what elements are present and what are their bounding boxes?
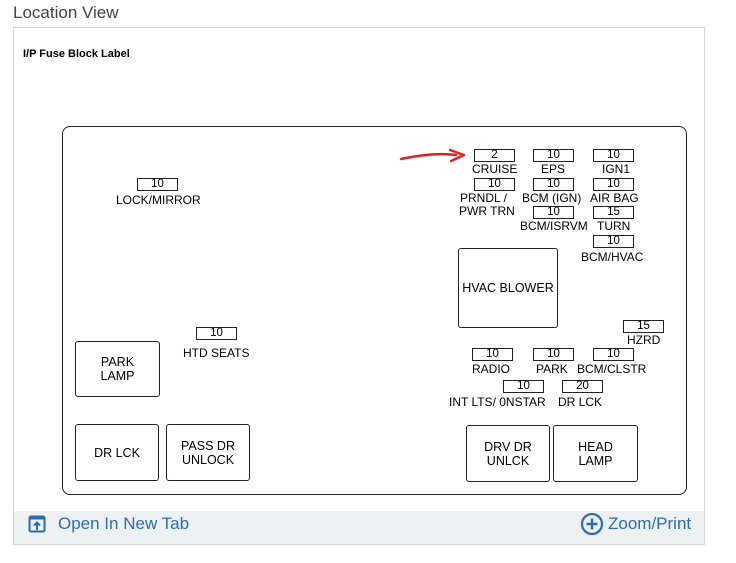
- zoom-print-link[interactable]: Zoom/Print: [580, 512, 691, 536]
- fuse-ign1-label: IGN1: [602, 162, 631, 176]
- fuse-air-bag-label: AIR BAG: [590, 191, 639, 205]
- relay-drv-dr-unlck: DRV DR UNLCK: [466, 425, 550, 482]
- fuse-bcm-clstr-value: 10: [593, 348, 634, 361]
- fuse-prndl-label: PRNDL /: [460, 191, 507, 205]
- fuse-turn-value: 15: [593, 206, 634, 219]
- fuse-dr-lck-value: 20: [562, 380, 603, 393]
- fuse-air-bag-value: 10: [593, 178, 634, 191]
- relay-pass-dr-unlock: PASS DR UNLOCK: [166, 424, 250, 481]
- fuse-bcm-ign-value: 10: [533, 178, 574, 191]
- open-in-new-tab-label: Open In New Tab: [58, 514, 190, 533]
- zoom-print-label: Zoom/Print: [608, 514, 692, 533]
- red-arrow-annotation: [399, 148, 466, 163]
- fuse-bcm-isrvm-label: BCM/ISRVM: [520, 219, 588, 233]
- fuse-prndl-value: 10: [474, 178, 515, 191]
- relay-park-lamp: PARK LAMP: [75, 341, 160, 397]
- fuse-lock-mirror-value: 10: [137, 178, 178, 191]
- fuse-int-lts-value: 10: [503, 380, 544, 393]
- fuse-radio-value: 10: [472, 348, 513, 361]
- fuse-cruise-value: 2: [474, 149, 515, 162]
- open-new-tab-icon: [28, 515, 46, 533]
- fuse-lock-mirror-label: LOCK/MIRROR: [116, 193, 201, 207]
- fuse-block-outline: [62, 126, 687, 495]
- zoom-plus-icon: [580, 512, 604, 536]
- fuse-cruise-label: CRUISE: [472, 162, 518, 176]
- open-in-new-tab-link[interactable]: Open In New Tab: [28, 514, 189, 534]
- fuse-pwr-trn-label: PWR TRN: [459, 204, 515, 218]
- fuse-hzrd-value: 15: [623, 320, 664, 333]
- fuse-bcm-clstr-label: BCM/CLSTR: [577, 362, 647, 376]
- fuse-bcm-isrvm-value: 10: [533, 206, 574, 219]
- fuse-htd-seats-label: HTD SEATS: [183, 346, 250, 360]
- diagram-title: I/P Fuse Block Label: [23, 48, 130, 60]
- fuse-bcm-hvac-value: 10: [593, 235, 634, 248]
- fuse-park-value: 10: [533, 348, 574, 361]
- fuse-hzrd-label: HZRD: [627, 333, 661, 347]
- fuse-htd-seats-value: 10: [196, 327, 237, 340]
- fuse-eps-label: EPS: [541, 162, 566, 176]
- relay-hvac-blower: HVAC BLOWER: [458, 248, 558, 328]
- fuse-park-label: PARK: [536, 362, 568, 376]
- footer-bar: [14, 511, 704, 544]
- fuse-bcm-ign-label: BCM (IGN): [522, 191, 582, 205]
- fuse-ign1-value: 10: [593, 149, 634, 162]
- fuse-radio-label: RADIO: [472, 362, 511, 376]
- relay-head-lamp: HEAD LAMP: [553, 425, 638, 482]
- location-view-title: Location View: [13, 3, 119, 22]
- fuse-eps-value: 10: [533, 149, 574, 162]
- fuse-dr-lck-label: DR LCK: [558, 395, 603, 409]
- relay-dr-lck: DR LCK: [75, 424, 159, 481]
- fuse-bcm-hvac-label: BCM/HVAC: [581, 250, 644, 264]
- fuse-int-lts-label: INT LTS/ 0NSTAR: [449, 395, 546, 409]
- fuse-turn-label: TURN: [597, 219, 631, 233]
